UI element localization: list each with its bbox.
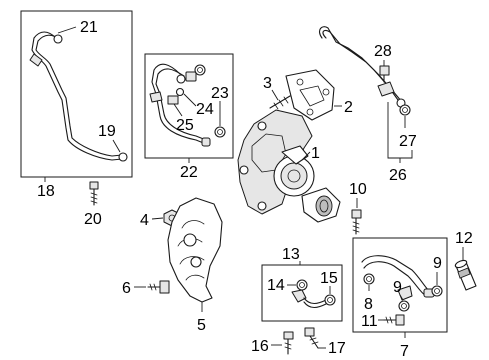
callout-11: 11 <box>361 313 384 330</box>
callout-1: 1 <box>301 145 320 162</box>
coolant-line-26 <box>319 26 406 108</box>
callout-17: 17 <box>318 340 346 357</box>
callout-15: 15 <box>320 270 338 294</box>
gasket-2 <box>285 69 335 121</box>
callout-8: 8 <box>364 285 373 313</box>
callout-28-label: 28 <box>374 43 392 60</box>
callout-18-label: 18 <box>37 183 55 200</box>
callout-15-label: 15 <box>320 270 338 287</box>
callout-26-label: 26 <box>389 167 407 184</box>
banjo-bolt-28 <box>379 65 390 83</box>
callout-10-label: 10 <box>349 181 367 198</box>
o-ring-9a <box>431 285 443 297</box>
callout-17-label: 17 <box>328 340 346 357</box>
callout-19-label: 19 <box>98 123 116 140</box>
callout-22: 22 <box>180 158 198 181</box>
callout-9b-label: 9 <box>393 279 402 296</box>
group-18-box <box>20 10 133 178</box>
o-ring-23 <box>194 64 226 138</box>
bolt-20 <box>89 181 99 206</box>
callout-3: 3 <box>263 75 279 101</box>
callout-12: 12 <box>455 230 473 260</box>
callout-13: 13 <box>282 246 301 265</box>
callout-9a-label: 9 <box>433 255 442 272</box>
hose-12 <box>454 259 477 291</box>
callout-2: 2 <box>334 99 353 116</box>
fitting-24-25 <box>167 87 185 105</box>
bolt-11 <box>383 314 405 326</box>
o-ring-9b <box>398 300 410 312</box>
callout-12-label: 12 <box>455 230 473 247</box>
callout-8-label: 8 <box>364 296 373 313</box>
bolt-10 <box>351 209 362 235</box>
callout-19: 19 <box>98 123 121 153</box>
callout-11-label: 11 <box>361 313 378 330</box>
callout-26: 26 <box>387 102 413 184</box>
callout-25: 25 <box>173 103 194 134</box>
callout-14-label: 14 <box>267 277 285 294</box>
callout-21-label: 21 <box>80 19 98 36</box>
callout-25-label: 25 <box>176 117 194 134</box>
o-ring-14 <box>296 279 308 291</box>
callout-3-label: 3 <box>263 75 272 92</box>
callout-1-label: 1 <box>311 145 320 162</box>
callout-18: 18 <box>37 177 55 200</box>
callout-2-label: 2 <box>344 99 353 116</box>
callout-9b: 9 <box>393 279 404 301</box>
callout-6-label: 6 <box>122 280 131 297</box>
o-ring-15 <box>324 294 336 306</box>
callout-4: 4 <box>140 212 164 229</box>
callout-10: 10 <box>349 181 367 208</box>
callout-23: 23 <box>211 85 229 126</box>
bolt-6 <box>147 280 170 294</box>
callout-9a: 9 <box>433 255 442 285</box>
group-7-box <box>352 237 448 333</box>
callout-20-label: 20 <box>84 211 102 228</box>
callout-16-label: 16 <box>251 338 269 355</box>
callout-27: 27 <box>399 116 417 150</box>
stud-3 <box>269 95 291 110</box>
callout-24: 24 <box>183 93 214 118</box>
callout-5: 5 <box>197 302 206 334</box>
callout-7-label: 7 <box>400 343 409 360</box>
callout-22-label: 22 <box>180 164 198 181</box>
pipe-fitting-13 <box>291 289 327 309</box>
heat-shield-5 <box>167 197 223 303</box>
callout-23-label: 23 <box>211 85 229 102</box>
o-ring-8 <box>363 273 375 285</box>
callout-28: 28 <box>374 43 392 66</box>
callout-16: 16 <box>251 338 282 355</box>
oil-return-tube-7 <box>361 255 435 301</box>
callout-5-label: 5 <box>197 317 206 334</box>
callout-24-label: 24 <box>196 101 214 118</box>
callout-6: 6 <box>122 280 146 297</box>
washer-27 <box>399 104 411 116</box>
callout-4-label: 4 <box>140 212 149 229</box>
oil-feed-pipe-18 <box>29 31 128 162</box>
turbocharger-1 <box>237 109 341 223</box>
bolt-17 <box>304 327 319 349</box>
callout-21: 21 <box>57 19 98 36</box>
callout-27-label: 27 <box>399 133 417 150</box>
callout-13-label: 13 <box>282 246 300 263</box>
oil-return-pipe-22 <box>149 63 211 147</box>
bolt-16 <box>283 331 294 355</box>
group-13-box <box>261 264 343 322</box>
callout-14: 14 <box>267 277 296 294</box>
callout-7: 7 <box>400 332 409 360</box>
